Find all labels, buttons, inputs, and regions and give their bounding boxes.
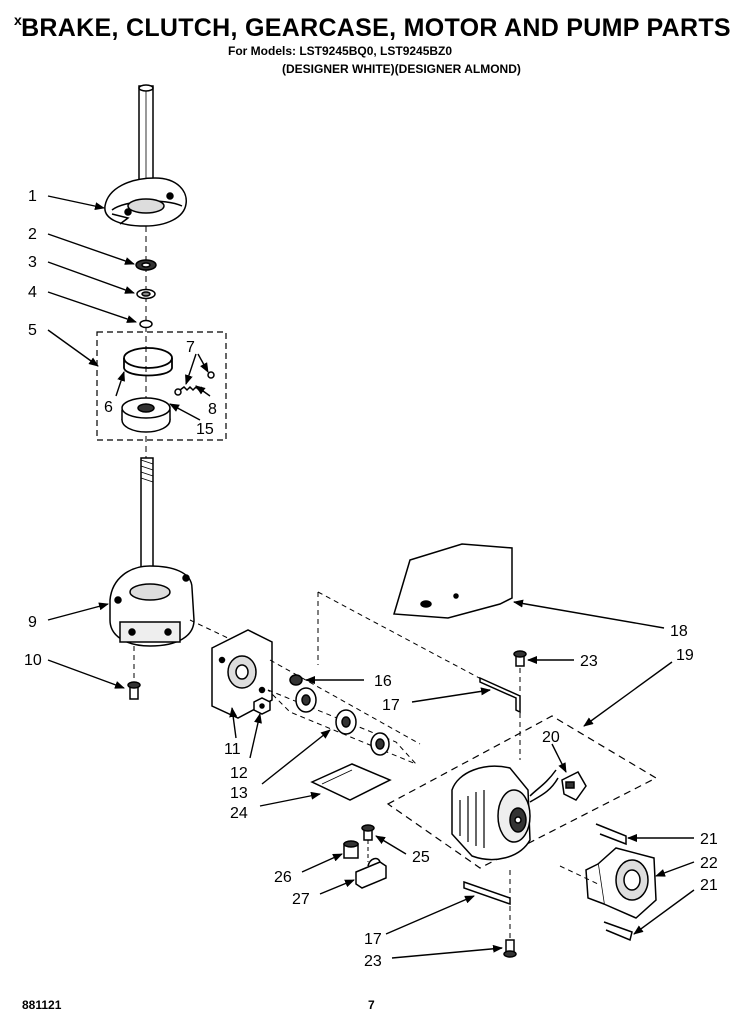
part-5-clutch-kit-box bbox=[96, 331, 227, 441]
callout-25: 25 bbox=[412, 849, 430, 866]
upper-shaft-drawing bbox=[138, 84, 154, 197]
callout-2: 2 bbox=[28, 226, 37, 243]
part-17-strap-lower-drawing bbox=[463, 880, 511, 906]
part-23-lower-screw-drawing bbox=[503, 939, 517, 958]
callout-9: 9 bbox=[28, 614, 37, 631]
shield-bracket-line-top bbox=[317, 591, 499, 689]
part-3-washer-drawing bbox=[136, 288, 156, 300]
part-7-8-spring-drawing bbox=[174, 371, 215, 396]
corner-mark: x bbox=[14, 12, 22, 28]
callout-6: 6 bbox=[104, 399, 113, 416]
callout-23-upper: 23 bbox=[580, 653, 598, 670]
part-27-clamp-drawing bbox=[355, 857, 387, 889]
callout-13: 13 bbox=[230, 785, 248, 802]
part-23-upper-screw-drawing bbox=[513, 650, 527, 667]
part-24-pad-drawing bbox=[310, 763, 392, 801]
part-12-coupler-drawing bbox=[295, 687, 390, 756]
part-20-switch-drawing bbox=[561, 771, 587, 801]
callout-4: 4 bbox=[28, 284, 37, 301]
part-11-nut-drawing bbox=[253, 697, 271, 715]
callout-10: 10 bbox=[24, 652, 42, 669]
callout-21-upper: 21 bbox=[700, 831, 718, 848]
callout-labels: 1 2 3 4 5 6 7 8 15 9 10 11 12 13 24 16 1… bbox=[24, 188, 718, 970]
part-25-screw-drawing bbox=[361, 824, 375, 841]
callout-11: 11 bbox=[224, 741, 241, 758]
page-number: 7 bbox=[368, 998, 375, 1012]
colors-line: (DESIGNER WHITE)(DESIGNER ALMOND) bbox=[282, 62, 521, 76]
callout-7: 7 bbox=[186, 339, 195, 356]
coupler-centerline bbox=[269, 659, 421, 745]
part-2-washer-drawing bbox=[135, 259, 157, 271]
pump-link-line bbox=[559, 865, 599, 885]
callout-1: 1 bbox=[28, 188, 37, 205]
part-11-coupling-plate-drawing bbox=[211, 629, 273, 719]
callout-20: 20 bbox=[542, 729, 560, 746]
callout-26: 26 bbox=[274, 869, 292, 886]
callout-12: 12 bbox=[230, 765, 248, 782]
part-17-strap-upper-drawing bbox=[479, 676, 521, 714]
part-21-clip-upper-drawing bbox=[595, 823, 627, 846]
motor-drawing bbox=[451, 765, 559, 861]
models-line: For Models: LST9245BQ0, LST9245BZ0 bbox=[228, 44, 453, 58]
part-1-brake-drawing bbox=[104, 177, 187, 227]
part-26-grommet-drawing bbox=[343, 840, 359, 859]
part-21-clip-lower-drawing bbox=[603, 921, 633, 942]
callout-24: 24 bbox=[230, 805, 248, 822]
part-9-gearcase-drawing bbox=[109, 565, 195, 647]
callout-22: 22 bbox=[700, 855, 718, 872]
callout-5: 5 bbox=[28, 322, 37, 339]
callout-21-lower: 21 bbox=[700, 877, 718, 894]
callout-16: 16 bbox=[374, 673, 392, 690]
callout-8: 8 bbox=[208, 401, 217, 418]
part-18-motor-shield-drawing bbox=[393, 543, 513, 619]
callout-19: 19 bbox=[676, 647, 694, 664]
callout-23-lower: 23 bbox=[364, 953, 382, 970]
part-19-motor-kit-box bbox=[386, 715, 658, 869]
callout-27: 27 bbox=[292, 891, 310, 908]
callout-17-lower: 17 bbox=[364, 931, 382, 948]
part-15-pulley-drawing bbox=[121, 397, 171, 433]
part-16-bushing-drawing bbox=[289, 674, 303, 686]
callout-15: 15 bbox=[196, 421, 214, 438]
part-22-pump-drawing bbox=[585, 847, 657, 919]
callout-leaders bbox=[47, 195, 695, 959]
part-6-clutch-band-drawing bbox=[123, 347, 173, 377]
document-number: 881121 bbox=[22, 998, 62, 1012]
gearcase-link-line bbox=[189, 619, 233, 641]
callout-17-upper: 17 bbox=[382, 697, 400, 714]
callout-3: 3 bbox=[28, 254, 37, 271]
part-4-ring-drawing bbox=[139, 319, 153, 329]
callout-18: 18 bbox=[670, 623, 688, 640]
page-title: BRAKE, CLUTCH, GEARCASE, MOTOR AND PUMP … bbox=[21, 14, 731, 42]
part-10-bolt-drawing bbox=[127, 681, 141, 700]
